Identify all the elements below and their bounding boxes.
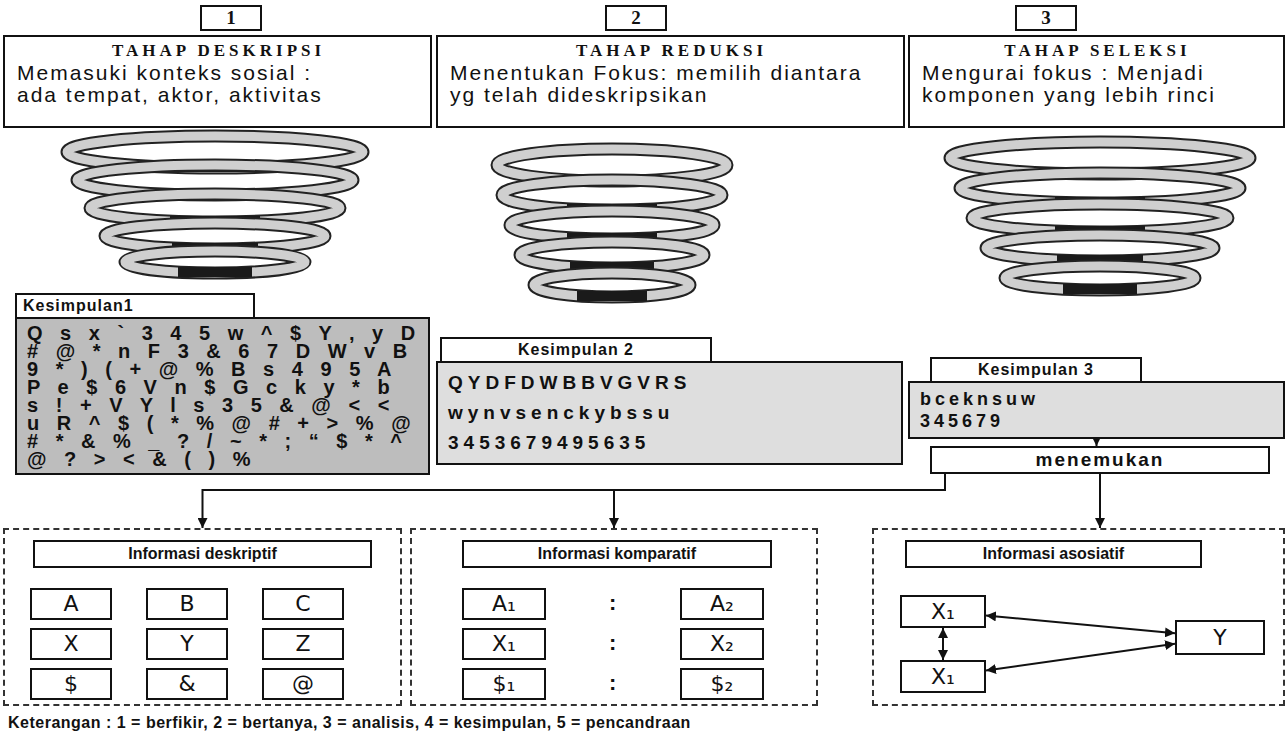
item-box: @ xyxy=(262,668,344,700)
item-box: X₁ xyxy=(462,628,546,660)
stage-title: TAHAP SELEKSI xyxy=(922,40,1273,62)
stage-title: TAHAP DESKRIPSI xyxy=(17,40,420,62)
ratio-colon: : xyxy=(609,590,616,616)
conclusion-text: bceknsuw xyxy=(920,388,1273,410)
item-label: X₂ xyxy=(710,632,734,656)
conclusion-text: 3453679495635 xyxy=(448,428,891,458)
item-box: X₁ xyxy=(900,660,986,693)
item-box: $ xyxy=(30,668,112,700)
item-box: X₂ xyxy=(680,628,764,660)
conclusion-box: Kesimpulan 3bceknsuw345679 xyxy=(908,357,1285,439)
item-label: X₁ xyxy=(931,600,955,624)
group-header: Informasi deskriptif xyxy=(33,540,372,568)
item-label: $ xyxy=(64,672,78,696)
group-header: Informasi asosiatif xyxy=(905,540,1202,568)
item-box: Y xyxy=(146,628,228,660)
item-box: A xyxy=(30,588,112,620)
spiral-patch xyxy=(1063,284,1137,294)
item-label: A₁ xyxy=(492,592,516,616)
item-label: Y xyxy=(180,632,193,656)
stage-description: Menentukan Fokus: memilih diantara yg te… xyxy=(450,62,890,106)
conclusion-box: Kesimpulan1 Q s x ` 3 4 5 w ^ $ Y , y D #… xyxy=(15,293,430,475)
item-box: X xyxy=(30,628,112,660)
spiral-illustration xyxy=(67,136,363,277)
item-label: $₂ xyxy=(711,672,734,696)
ratio-colon: : xyxy=(609,670,616,696)
connector-arrow xyxy=(942,628,944,660)
item-box: $₂ xyxy=(680,668,764,700)
step-number-box: 2 xyxy=(605,5,667,31)
spiral-illustration xyxy=(497,149,727,301)
item-label: X₁ xyxy=(931,665,955,689)
item-box: X₁ xyxy=(900,595,986,628)
stage-box: TAHAP SELEKSIMengurai fokus : Menjadi ko… xyxy=(908,35,1285,128)
conclusion-tab: Kesimpulan1 xyxy=(15,293,255,319)
spiral-patch xyxy=(577,291,647,301)
conclusion-text: Q s x ` 3 4 5 w ^ $ Y , y D # @ * n F 3 … xyxy=(27,324,418,468)
item-label: @ xyxy=(292,672,314,696)
information-group: Informasi deskriptifA B C X Y Z $ & @ xyxy=(3,528,402,706)
item-label: A xyxy=(63,592,78,616)
stage-box: TAHAP REDUKSIMenentukan Fokus: memilih d… xyxy=(436,35,905,128)
item-label: menemukan xyxy=(1036,448,1165,472)
item-box: & xyxy=(146,668,228,700)
stage-description: Mengurai fokus : Menjadi komponen yang l… xyxy=(922,62,1222,106)
spiral-patch xyxy=(178,267,252,277)
spiral-illustration xyxy=(950,142,1250,294)
conclusion-body: bceknsuw345679 xyxy=(908,381,1285,439)
conclusion-text: QYDFDWBBVGVRS xyxy=(448,368,891,398)
item-box: Z xyxy=(262,628,344,660)
footnote: Keterangan : 1 = berfikir, 2 = bertanya,… xyxy=(8,714,691,732)
connector-arrow xyxy=(986,644,1175,671)
connector-arrow xyxy=(1096,439,1098,446)
item-label: Z xyxy=(295,632,310,656)
item-box: menemukan xyxy=(930,446,1270,474)
connector-arrow xyxy=(986,616,1175,634)
item-label: C xyxy=(295,592,310,616)
conclusion-text: 345679 xyxy=(920,410,1273,432)
item-label: A₂ xyxy=(710,592,734,616)
step-number-box: 3 xyxy=(1015,5,1077,31)
information-group: Informasi asosiatifX₁ X₁ Y xyxy=(872,528,1285,706)
item-label: Y xyxy=(1213,626,1226,650)
item-box: Y xyxy=(1175,620,1265,655)
item-label: & xyxy=(178,672,195,696)
item-label: X xyxy=(63,632,78,656)
conclusion-body: QYDFDWBBVGVRSwynvsenckybssu3453679495635 xyxy=(436,361,903,465)
item-box: $₁ xyxy=(462,668,546,700)
item-box: A₂ xyxy=(680,588,764,620)
item-box: A₁ xyxy=(462,588,546,620)
conclusion-box: Kesimpulan 2QYDFDWBBVGVRSwynvsenckybssu3… xyxy=(436,337,903,465)
stage-description: Memasuki konteks sosial : ada tempat, ak… xyxy=(17,62,327,106)
group-header: Informasi komparatif xyxy=(462,540,772,568)
item-label: B xyxy=(179,592,194,616)
connector-arrow xyxy=(614,474,945,528)
step-number: 1 xyxy=(226,8,236,28)
ratio-colon: : xyxy=(609,630,616,656)
conclusion-body: Q s x ` 3 4 5 w ^ $ Y , y D # @ * n F 3 … xyxy=(15,317,430,475)
stage-title: TAHAP REDUKSI xyxy=(450,40,893,62)
conclusion-tab: Kesimpulan 2 xyxy=(440,337,712,363)
connector-arrow xyxy=(1099,474,1101,528)
conclusion-text: wynvsenckybssu xyxy=(448,398,891,428)
conclusion-tab: Kesimpulan 3 xyxy=(930,357,1142,383)
step-number-box: 1 xyxy=(200,5,262,31)
connector-arrow xyxy=(203,474,946,528)
item-label: X₁ xyxy=(492,632,516,656)
item-box: C xyxy=(262,588,344,620)
step-number: 2 xyxy=(631,8,641,28)
item-label: $₁ xyxy=(493,672,516,696)
stage-box: TAHAP DESKRIPSIMemasuki konteks sosial :… xyxy=(3,35,432,128)
item-box: B xyxy=(146,588,228,620)
step-number: 3 xyxy=(1041,8,1051,28)
